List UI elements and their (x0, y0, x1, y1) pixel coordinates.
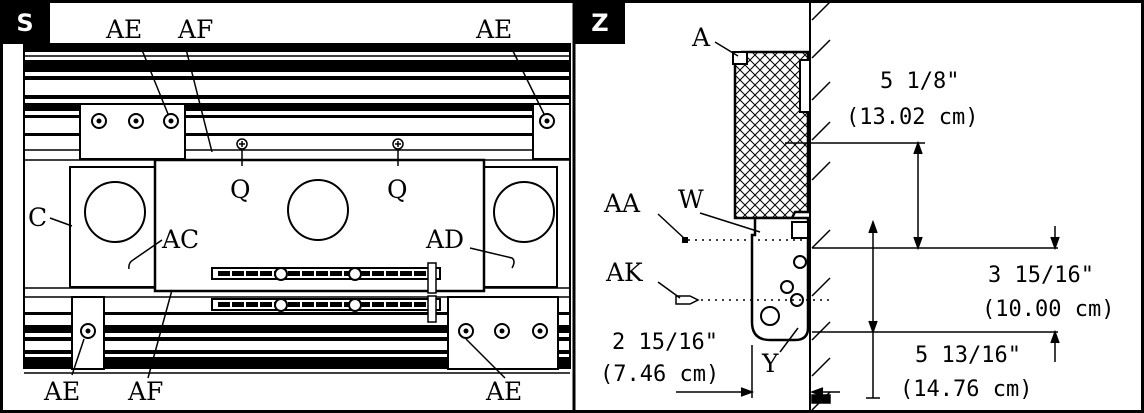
left-side-box (69, 166, 156, 288)
bottom-right-bracket (447, 296, 559, 370)
panel-s-leaders (49, 44, 545, 379)
adjustment-slot-upper (211, 262, 441, 294)
dim-top-cm: (13.02 cm) (846, 105, 978, 130)
label-w: W (678, 185, 704, 214)
label-ak: AK (605, 258, 644, 287)
label-ae-bottom-left: AE (43, 377, 80, 406)
label-c: C (28, 203, 47, 232)
label-q-right: Q (387, 175, 408, 204)
label-af-bottom: AF (127, 377, 163, 406)
wall (809, 0, 831, 413)
adjustment-slot-lower (211, 295, 441, 323)
label-a: A (691, 23, 711, 52)
dimension-lines (676, 140, 1060, 399)
panel-s-tag: S (16, 9, 33, 37)
screw-ak (675, 295, 830, 305)
label-aa: AA (603, 189, 641, 218)
panel-z-tag: Z (591, 9, 608, 37)
cabinet-a (732, 50, 811, 220)
label-ad: AD (425, 225, 464, 254)
panel-z: Z (575, 0, 1114, 413)
dim-left-cm: (7.46 cm) (600, 362, 719, 387)
label-af-top: AF (177, 15, 213, 44)
label-q-left: Q (230, 175, 251, 204)
top-right-bracket (532, 103, 571, 160)
label-y: Y (761, 349, 779, 378)
panel-z-leaders (657, 41, 799, 353)
bottom-left-bracket (71, 296, 105, 370)
dim-right-cm: (10.00 cm) (982, 297, 1114, 322)
panel-s-tag-box (0, 0, 50, 44)
right-side-box (483, 166, 558, 288)
mounting-bracket (750, 216, 810, 342)
label-ae-bottom-right: AE (485, 377, 522, 406)
dim-left-in: 2 15/16" (612, 330, 718, 355)
dim-bottom-in: 5 13/16" (915, 343, 1021, 368)
dim-right-in: 3 15/16" (988, 263, 1094, 288)
panel-s: S (0, 0, 571, 406)
top-left-bracket (79, 103, 186, 160)
label-ae-top-left: AE (105, 15, 142, 44)
label-ac: AC (161, 225, 199, 254)
label-ae-top-right: AE (475, 15, 512, 44)
dim-top-in: 5 1/8" (880, 69, 959, 94)
dim-bottom-cm: (14.76 cm) (900, 377, 1032, 402)
panel-z-tag-box (575, 0, 625, 44)
